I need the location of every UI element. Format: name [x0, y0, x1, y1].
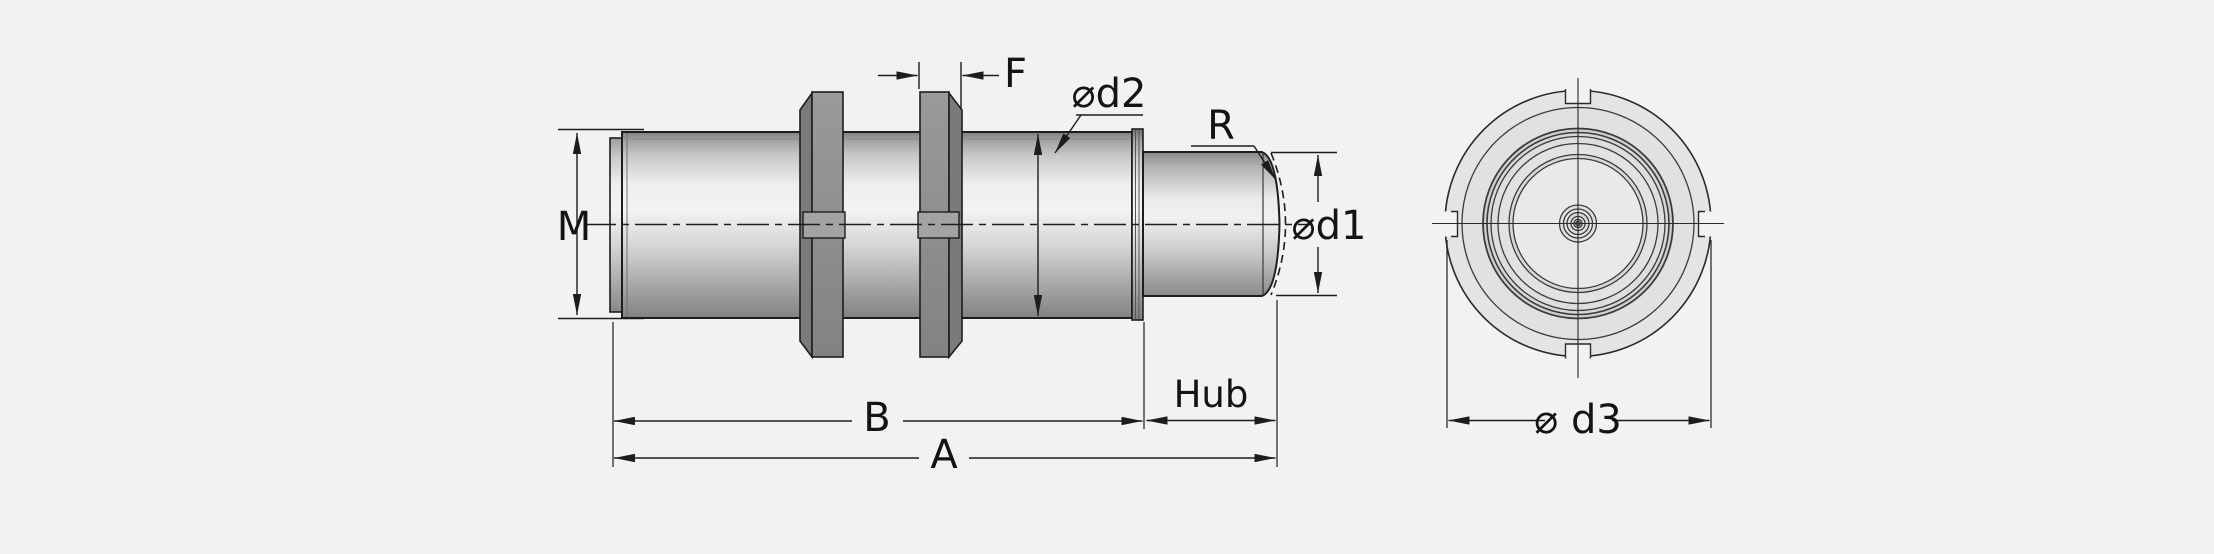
dim-label-F: F — [1004, 51, 1027, 97]
dim-label-M: M — [557, 204, 592, 250]
dim-label-B: B — [863, 395, 890, 441]
front-view: ⌀ d3 — [1432, 78, 1724, 443]
dimension-rod-radius-R — [1191, 145, 1277, 181]
dim-label-d2: ⌀d2 — [1072, 71, 1147, 117]
dimension-thread-M — [558, 128, 644, 320]
d2-leader — [1054, 114, 1082, 154]
center-boss — [1558, 204, 1598, 243]
dimension-flange-diameter-d3 — [1446, 240, 1712, 428]
r-leader — [1253, 145, 1277, 181]
dim-label-R: R — [1207, 103, 1235, 149]
dim-label-d1: ⌀d1 — [1292, 203, 1367, 249]
dim-label-d3: ⌀ d3 — [1534, 397, 1622, 443]
lock-nut-2 — [917, 90, 963, 360]
dimension-nut-width-F — [878, 62, 999, 108]
dimension-body-diameter-d2 — [1033, 114, 1143, 316]
front-crosshair — [1432, 78, 1724, 378]
dim-label-A: A — [930, 432, 958, 478]
dim-label-Hub: Hub — [1174, 373, 1249, 416]
side-view: M F ⌀d2 R ⌀d1 — [557, 51, 1367, 478]
bottom-extension-lines — [612, 300, 1278, 467]
dimension-rod-diameter-d1 — [1271, 151, 1337, 297]
